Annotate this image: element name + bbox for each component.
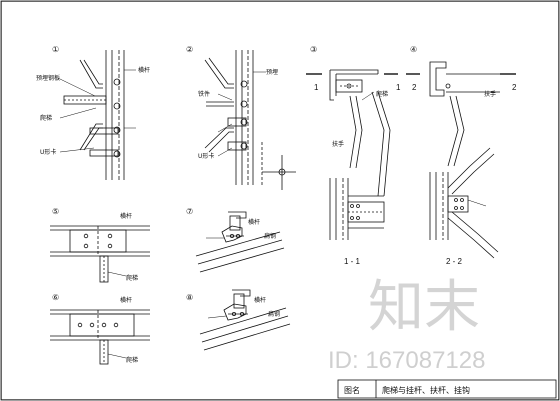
section-title-2: 2 - 2: [446, 257, 463, 266]
label-d1-right: 横杆: [138, 66, 150, 74]
detail-8: [199, 289, 291, 351]
section-title-1: 1 - 1: [344, 257, 361, 266]
label-d2-mid: 预埋: [266, 68, 278, 76]
detail-mark-6: ⑥: [52, 293, 59, 302]
detail-4: [406, 61, 516, 259]
label-sec1-b: 扶手: [332, 140, 344, 148]
section-mark-2-left: 2: [412, 83, 417, 92]
detail-1: [57, 50, 136, 180]
title-block-value: 爬梯与挂杆、扶杆、挂钩: [382, 385, 470, 395]
detail-7: [195, 211, 285, 273]
title-block-label: 图名: [344, 385, 360, 395]
detail-5: [50, 225, 150, 283]
section-mark-1-left: 1: [314, 83, 319, 92]
section-mark-2-right: 2: [512, 83, 517, 92]
label-d8-b: 扁钢: [268, 310, 280, 318]
detail-3: [306, 69, 398, 240]
label-d8-a: 横杆: [254, 296, 266, 304]
detail-mark-4: ④: [410, 45, 417, 54]
detail-2: [204, 50, 296, 190]
label-d7-a: 横杆: [248, 218, 260, 226]
label-d2-lower: U形卡: [198, 152, 214, 160]
label-sec1-a: 爬梯: [376, 90, 388, 98]
section-mark-1-right: 1: [396, 83, 401, 92]
label-d5-a: 横杆: [120, 212, 132, 220]
label-d1-mid: 爬梯: [40, 114, 52, 122]
detail-mark-5: ⑤: [52, 207, 59, 216]
label-d6-a: 横杆: [120, 296, 132, 304]
label-d1-upper: 预埋钢板: [36, 74, 60, 82]
detail-mark-3: ③: [310, 45, 317, 54]
label-d2-upper: 铁件: [198, 90, 210, 98]
detail-mark-1: ①: [52, 45, 59, 54]
detail-mark-8: ⑧: [186, 293, 193, 302]
label-d5-b: 爬梯: [126, 274, 138, 282]
title-block: [337, 379, 557, 399]
detail-mark-2: ②: [186, 45, 193, 54]
label-d6-b: 爬梯: [126, 356, 138, 364]
watermark-logo-text: 知末: [368, 275, 480, 340]
detail-6: [50, 309, 150, 365]
label-d7-b: 扁钢: [264, 232, 276, 240]
detail-mark-7: ⑦: [186, 207, 193, 216]
label-sec2-a: 扶手: [484, 90, 496, 98]
watermark-id: ID: 167087128: [328, 347, 485, 374]
label-d1-lower: U形卡: [40, 148, 56, 156]
